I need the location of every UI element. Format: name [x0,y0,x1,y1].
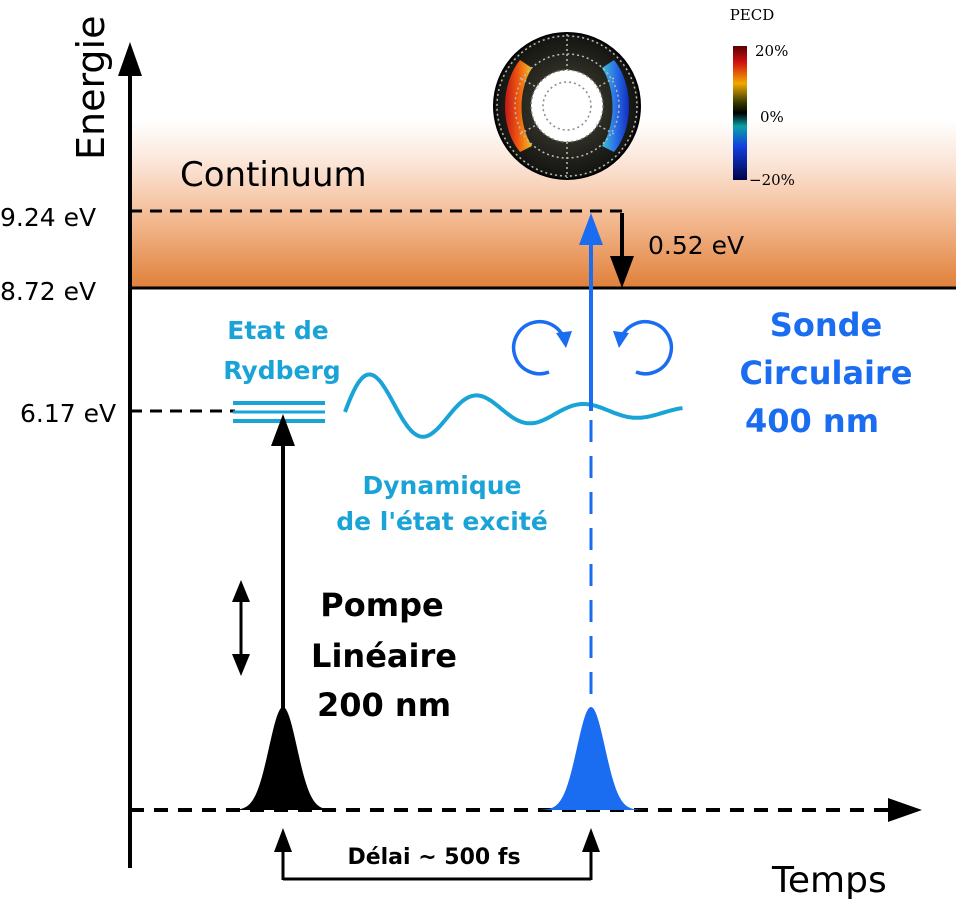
colorbar-max-label: 20% [755,42,788,60]
pump-pulse [225,707,341,810]
pump-label-line1: Pompe [320,586,443,624]
probe-pulse [529,707,653,810]
circular-arrow-left-head [556,331,572,348]
dynamics-label-line1: Dynamique [363,471,522,500]
pump-arrow-head [271,414,295,446]
circular-arrow-right-head [613,331,629,348]
circular-arrow-right-icon [618,320,674,376]
time-axis-arrowhead [888,798,922,822]
probe-arrow-head [579,213,603,245]
circular-arrow-left-icon [511,320,567,376]
dynamics-label-line2: de l'état excité [336,507,548,536]
continuum-label: Continuum [180,155,367,195]
pump-label-line3: 200 nm [317,686,451,724]
colorbar-min-label: −20% [749,171,795,189]
polarization-arrow-top [232,580,250,602]
gap-label: 0.52 eV [648,231,744,260]
polarization-arrow-bottom [232,654,250,676]
excited-state-dynamics-wave [343,372,683,439]
probe-label-line1: Sonde [770,306,882,344]
rydberg-label-line2: Rydberg [223,356,340,385]
colorbar-gradient [733,46,747,180]
colorbar-mid-label: 0% [760,108,784,126]
energy-label-9-24: 9.24 eV [0,203,96,232]
time-axis-label: Temps [771,860,887,899]
pecd-image [493,32,641,180]
probe-label-line2: Circulaire [740,354,913,392]
energy-label-8-72: 8.72 eV [0,277,96,306]
gap-arrow-head [610,256,634,288]
delay-bracket-right-head [582,828,600,852]
rydberg-label-line1: Etat de [227,316,328,345]
pump-label-line2: Linéaire [311,637,457,675]
colorbar-title: PECD [730,6,775,24]
energy-label-6-17: 6.17 eV [20,399,116,428]
delay-bracket-left-head [274,828,292,852]
probe-label-line3: 400 nm [745,402,879,440]
energy-axis-arrowhead [118,42,142,76]
energy-axis-label: Energie [69,16,113,161]
delay-label: Délai ~ 500 fs [347,845,520,870]
